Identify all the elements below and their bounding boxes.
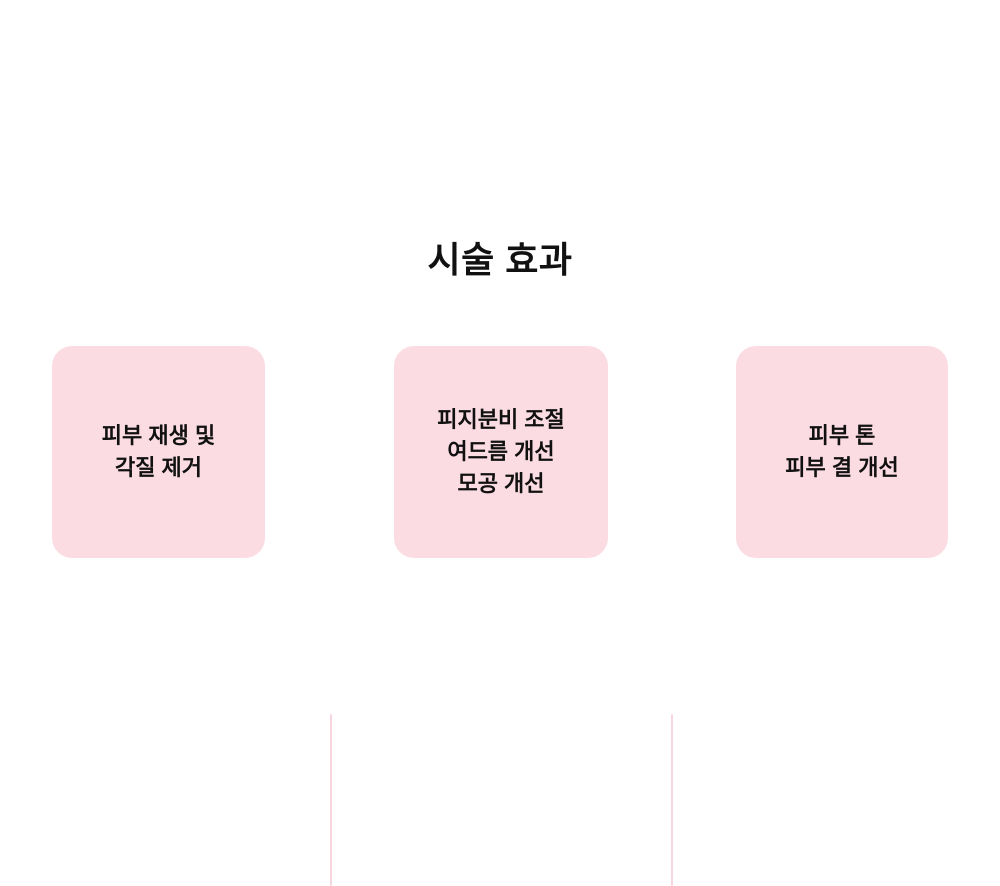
effect-card-2: 피지분비 조절 여드름 개선 모공 개선 — [394, 346, 608, 558]
effect-card-2-label: 피지분비 조절 여드름 개선 모공 개선 — [437, 406, 565, 497]
effect-card-1-label: 피부 재생 및 각질 제거 — [101, 422, 216, 480]
effect-card-3: 피부 톤 피부 결 개선 — [736, 346, 948, 558]
card-divider-2 — [671, 714, 673, 886]
effect-card-1: 피부 재생 및 각질 제거 — [52, 346, 265, 558]
page-title: 시술 효과 — [427, 239, 573, 280]
effect-cards-row: 피부 재생 및 각질 제거 피지분비 조절 여드름 개선 모공 개선 피부 톤 … — [0, 346, 1000, 886]
card-divider-1 — [330, 714, 332, 886]
effect-card-3-label: 피부 톤 피부 결 개선 — [785, 422, 899, 480]
slide-canvas: 시술 효과 피부 재생 및 각질 제거 피지분비 조절 여드름 개선 모공 개선… — [0, 239, 1000, 886]
